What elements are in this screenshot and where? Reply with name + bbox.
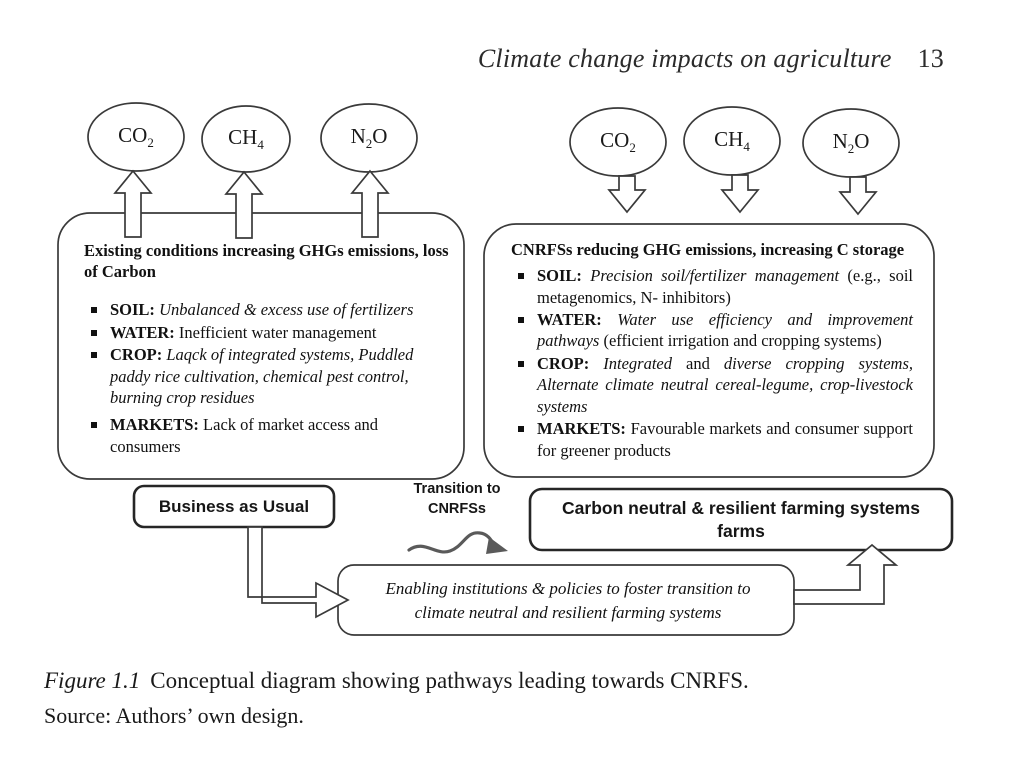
up-block-arrow-co2 [113,169,153,238]
gas-label-co2-right: CO2 [600,127,636,156]
list-item: MARKETS: Favourable markets and consumer… [511,418,913,461]
bullet-label: SOIL: [537,266,582,286]
connector-bau-to-policies [247,526,350,619]
enabling-policies-label: Enabling institutions & policies to fost… [348,577,788,625]
gas-bubble-ch4-left [201,105,291,173]
down-block-arrow-co2 [607,175,647,214]
figure-source: Source: Authors’ own design. [44,703,304,728]
bullet-italic: Water use efficiency and improvement pat… [537,309,913,351]
gas-bubble-co2-left [87,102,185,172]
carbon-neutral-box [528,487,954,552]
bullet-italic: Integrated [603,353,672,373]
bullet-roman: Inefficient water management [178,322,377,342]
policies-line2: climate neutral and resilient farming sy… [414,603,722,623]
emission-arrows-up [113,169,390,239]
policies-line1: Enabling institutions & policies to fost… [385,579,751,598]
cnrfs-conditions-panel: CNRFSs reducing GHG emissions, increasin… [511,239,913,462]
business-as-usual-label: Business as Usual [158,496,310,516]
carbon-neutral-line2: farms [717,520,765,541]
bullet-italic: Precision soil/fertilizer management [590,266,840,286]
gas-label-n2o-left: N2O [350,123,388,152]
running-head-title: Climate change impacts on agriculture [477,44,892,73]
wavy-transition-arrow [407,531,508,554]
existing-conditions-title: Existing conditions increasing GHGs emis… [84,241,449,282]
bullet-label: CROP: [537,353,590,373]
gas-label-ch4-right: CH4 [714,126,750,155]
cnrfs-conditions-title: CNRFSs reducing GHG emissions, increasin… [511,240,905,259]
bullet-label: MARKETS: [537,419,626,439]
down-block-arrow-n2o [838,176,878,216]
list-item: CROP: Integrated and diverse cropping sy… [511,353,913,417]
carbon-neutral-label: Carbon neutral & resilient farming syste… [530,489,952,550]
list-item: SOIL: Unbalanced & excess use of fertili… [84,299,450,320]
existing-conditions-box-rect [57,212,465,480]
existing-conditions-panel: Existing conditions increasing GHGs emis… [84,240,450,458]
list-item: WATER: Inefficient water management [84,322,450,343]
running-head: Climate change impacts on agriculture 13 [0,44,944,74]
bullet-italic: Unbalanced & excess use of fertilizers [159,300,414,320]
bullet-label: WATER: [110,322,175,342]
figure-caption-text: Conceptual diagram showing pathways lead… [150,668,749,693]
transition-label: Transition to CNRFSs [393,480,521,519]
gas-bubble-co2-right [569,107,667,177]
business-as-usual-box [132,484,336,529]
transition-line2: CNRFSs [427,500,486,517]
bullet-roman: and [686,353,710,373]
down-block-arrow-ch4 [720,174,760,214]
bullet-label: SOIL: [110,300,155,320]
reduction-arrows-down [607,174,878,216]
bullet-label: MARKETS: [110,415,199,435]
carbon-neutral-line1: Carbon neutral & resilient farming syste… [562,497,920,518]
up-block-arrow-ch4 [224,170,264,239]
bullet-label: WATER: [537,309,602,329]
bullet-roman: (e.g., soil metagenomics, N- inhibitors) [537,266,913,307]
gas-label-n2o-right: N2O [832,128,870,157]
connector-policies-to-cnrfs [793,543,899,605]
transition-line1: Transition to [413,481,501,497]
bullet-italic: Laqck of integrated systems, Puddled pad… [110,345,414,407]
bullet-italic-2: diverse cropping systems, Alternate clim… [537,353,914,416]
list-item: WATER: Water use efficiency and improvem… [511,309,913,352]
bullet-roman: Lack of market access and consumers [110,415,379,456]
cnrfs-conditions-box-rect [483,223,935,478]
bullet-label: CROP: [110,345,163,365]
list-item: CROP: Laqck of integrated systems, Puddl… [84,344,450,408]
bullet-roman: Favourable markets and consumer support … [537,419,914,460]
figure-number: Figure 1.1 [44,668,141,693]
existing-conditions-list: SOIL: Unbalanced & excess use of fertili… [84,299,450,457]
list-item: MARKETS: Lack of market access and consu… [84,414,450,457]
bullet-roman: (efficient irrigation and cropping syste… [603,331,882,351]
cnrfs-conditions-list: SOIL: Precision soil/fertilizer manageme… [511,265,913,461]
up-block-arrow-n2o [350,169,390,238]
gas-label-co2-left: CO2 [118,122,154,151]
page-number: 13 [917,44,944,73]
figure-caption: Figure 1.1 Conceptual diagram showing pat… [44,668,749,694]
gas-label-ch4-left: CH4 [228,124,264,153]
list-item: SOIL: Precision soil/fertilizer manageme… [511,265,913,308]
